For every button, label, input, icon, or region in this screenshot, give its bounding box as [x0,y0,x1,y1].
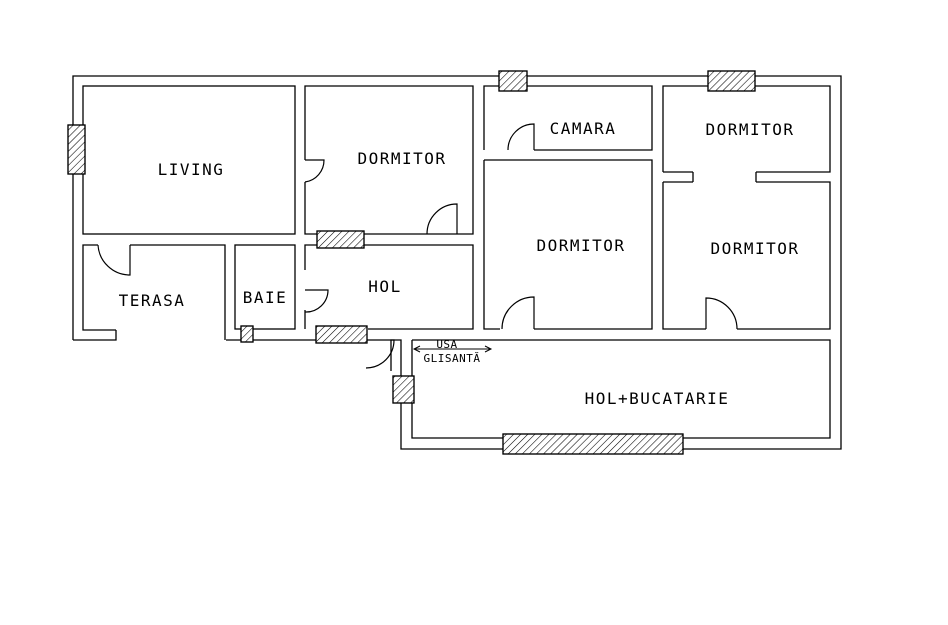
camara-door-icon [507,123,535,151]
room-label-dormitor-4: DORMITOR [710,239,799,258]
dormitor-4-door-icon [705,297,738,330]
dormitor-3-walls [662,85,831,173]
terasa-door-icon [97,244,131,276]
dormitor-4-walls [662,182,706,330]
window-dormitor-hol-icon [316,230,365,249]
inner-walls [82,85,831,439]
room-label-hol: HOL [368,277,401,296]
room-label-baie: BAIE [243,288,288,307]
terasa-walls [82,244,116,331]
hol-bucatarie-walls [411,339,831,439]
dormitor-1-inner-door-icon [426,203,458,235]
camara-walls [483,85,653,151]
dormitor-1-door-icon [304,159,325,183]
window-entrance-icon [392,375,415,404]
hol-door-icon [304,289,329,313]
window-camara-icon [498,70,528,92]
baie-walls [234,244,296,330]
hol-walls [304,244,474,330]
note-glisanta: GLISANTĂ [424,352,481,365]
window-hol-icon [315,325,368,344]
room-label-dormitor-2: DORMITOR [536,236,625,255]
window-living-icon [67,124,86,175]
room-label-dormitor-1: DORMITOR [357,149,446,168]
entrance-door-icon [365,339,395,369]
window-bucatarie-icon [502,433,684,455]
sliding-door-arrow-icon [412,345,493,353]
note-usa: USA [436,338,457,351]
room-label-camara: CAMARA [550,119,617,138]
room-label-hol-bucatarie: HOL+BUCATARIE [585,389,730,408]
window-baie-icon [240,325,254,343]
dormitor-2-door-icon [501,296,535,330]
doors [97,123,738,369]
room-label-living: LIVING [158,160,225,179]
dormitor-2-walls [484,159,653,330]
windows [67,70,756,455]
room-label-terasa: TERASA [119,291,186,310]
room-label-dormitor-3: DORMITOR [705,120,794,139]
dormitor-1-walls [304,85,474,235]
window-dormitor-3-icon [707,70,756,92]
